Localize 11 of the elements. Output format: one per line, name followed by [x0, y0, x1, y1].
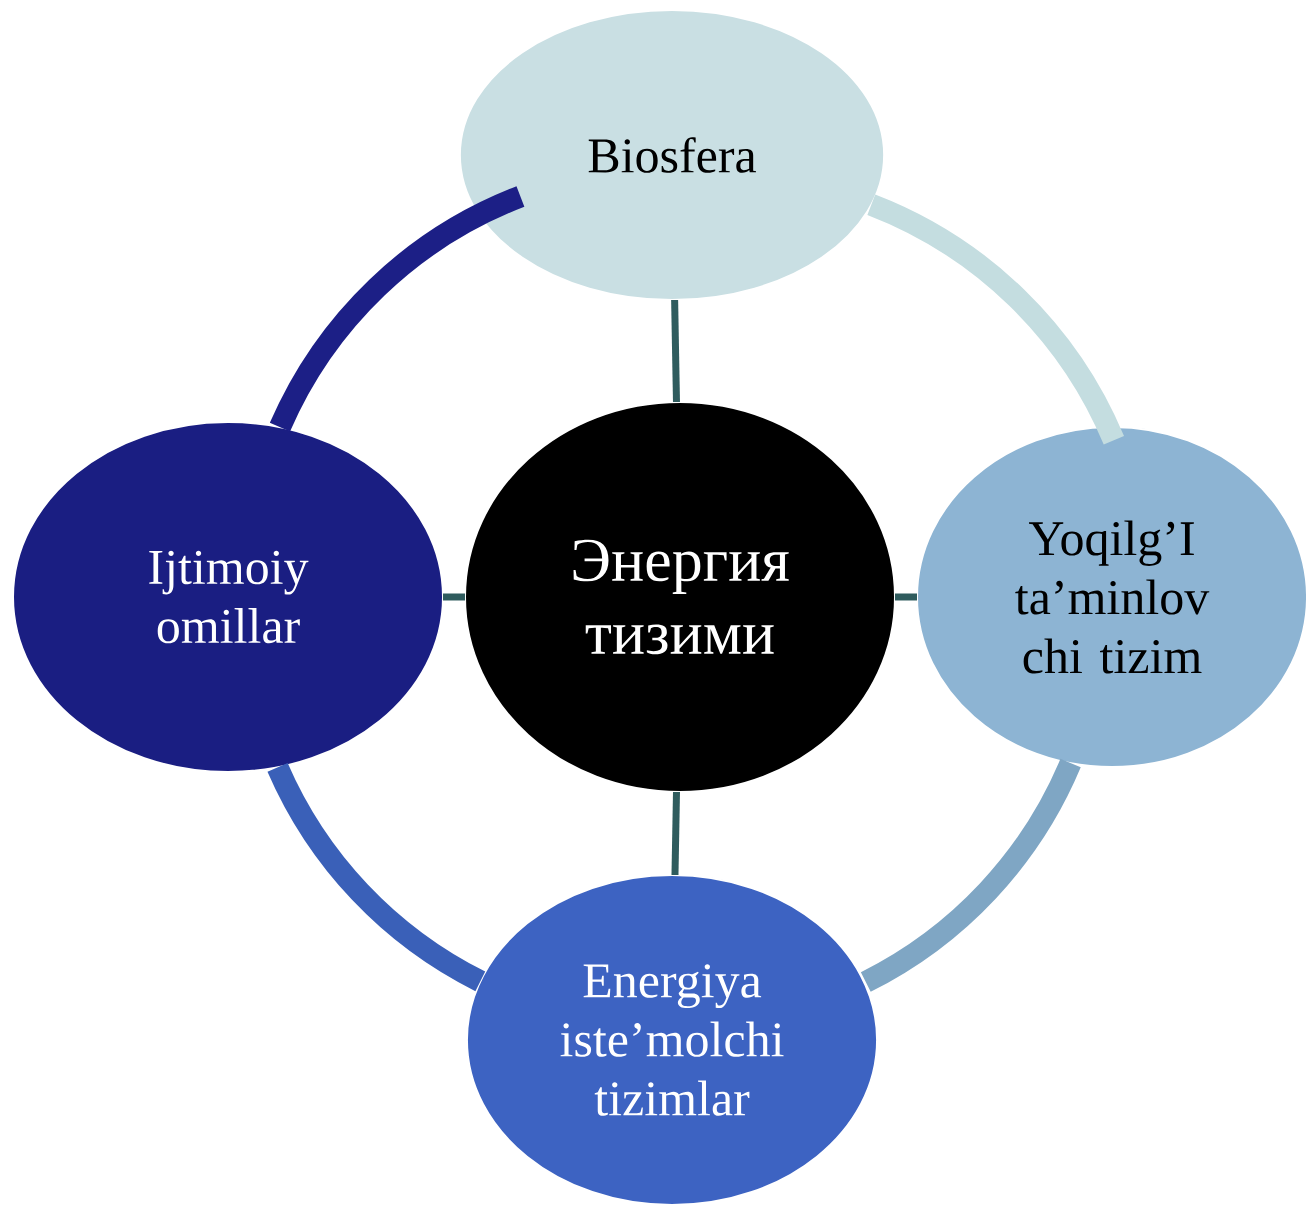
- circle-node: Biosfera: [458, 9, 886, 301]
- circle-node: Энергия тизими: [464, 401, 896, 793]
- connector-line: [671, 299, 680, 403]
- ring-arc: [267, 762, 486, 992]
- ring-arc: [867, 194, 1124, 445]
- connector-line: [671, 791, 680, 876]
- circle-node: Energiya iste’molchi tizimlar: [465, 874, 879, 1206]
- ring-arc: [269, 186, 525, 432]
- ring-arc: [860, 758, 1081, 992]
- circle-node: Ijtimoiy omillar: [12, 421, 444, 773]
- circle-node: Yoqilg’I ta’minlov chi tizim: [916, 426, 1306, 768]
